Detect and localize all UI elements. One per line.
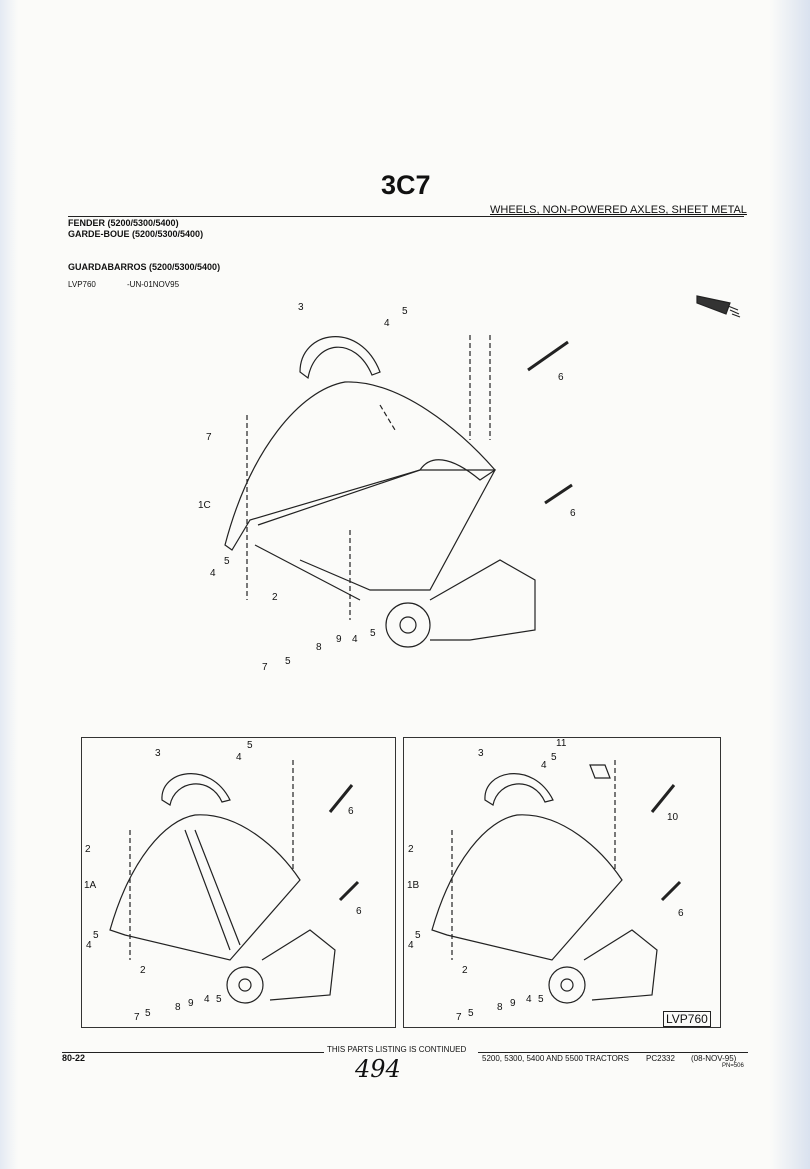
callout: 6 xyxy=(356,906,362,917)
callout: 5 xyxy=(145,1008,151,1019)
page-number: 80-22 xyxy=(62,1053,86,1063)
figure-ref-code: -UN-01NOV95 xyxy=(127,280,180,289)
callout: 6 xyxy=(678,908,684,919)
title-es: GUARDABARROS (5200/5300/5400) xyxy=(68,262,221,272)
callout: 4 xyxy=(236,752,242,763)
callout: 4 xyxy=(384,318,390,329)
callout: 5 xyxy=(468,1008,474,1019)
catalog-date: (08-NOV-95) xyxy=(691,1054,737,1063)
inset-b xyxy=(403,737,721,1028)
callout: 5 xyxy=(415,930,421,941)
callout: 2 xyxy=(272,592,278,603)
product-line: 5200, 5300, 5400 AND 5500 TRACTORS xyxy=(482,1054,629,1063)
callout: 5 xyxy=(247,740,253,751)
inset-a xyxy=(81,737,396,1028)
main-fender-drawing xyxy=(224,335,573,648)
callout: 2 xyxy=(85,844,91,855)
pn-number: PN=506 xyxy=(722,1063,744,1069)
callout: 1C xyxy=(198,500,211,511)
inset-a-drawing xyxy=(109,760,360,1004)
callout: 5 xyxy=(538,994,544,1005)
callout: 5 xyxy=(551,752,557,763)
callout: 9 xyxy=(510,998,516,1009)
callout: 6 xyxy=(558,372,564,383)
callout: 5 xyxy=(93,930,99,941)
page-code: 3C7 xyxy=(381,170,431,200)
callout: 2 xyxy=(462,965,468,976)
callout: 7 xyxy=(134,1012,140,1023)
callout: 2 xyxy=(140,965,146,976)
figure-ref-id: LVP760 xyxy=(68,280,96,289)
callout: 3 xyxy=(298,302,304,313)
callout: 7 xyxy=(262,662,268,673)
callout: 3 xyxy=(155,748,161,759)
catalog-number: PC2332 xyxy=(646,1054,675,1063)
callout: 4 xyxy=(526,994,532,1005)
section-title: WHEELS, NON-POWERED AXLES, SHEET METAL xyxy=(490,204,747,216)
callout: 5 xyxy=(370,628,376,639)
callout: 5 xyxy=(402,306,408,317)
callout: 4 xyxy=(86,940,92,951)
callout: 8 xyxy=(316,642,322,653)
scan-edge xyxy=(770,0,810,1169)
title-fr: GARDE-BOUE (5200/5300/5400) xyxy=(68,229,204,239)
inset-b-drawing xyxy=(431,760,682,1004)
callout: 4 xyxy=(210,568,216,579)
callout: 8 xyxy=(175,1002,181,1013)
callout: 2 xyxy=(408,844,414,855)
callout: 4 xyxy=(352,634,358,645)
callout: 5 xyxy=(216,994,222,1005)
footer-rule xyxy=(62,1052,324,1053)
footer-rule xyxy=(478,1052,748,1053)
continued-note: THIS PARTS LISTING IS CONTINUED xyxy=(327,1045,467,1054)
callout: 7 xyxy=(206,432,212,443)
callout: 6 xyxy=(348,806,354,817)
figure-label: LVP760 xyxy=(663,1011,711,1027)
callout: 4 xyxy=(204,994,210,1005)
callout: 6 xyxy=(570,508,576,519)
scan-edge xyxy=(0,0,18,1169)
callout: 9 xyxy=(336,634,342,645)
callout: 11 xyxy=(556,738,567,749)
callout: 7 xyxy=(456,1012,462,1023)
callout: 5 xyxy=(285,656,291,667)
callout: 4 xyxy=(541,760,547,771)
callout: 8 xyxy=(497,1002,503,1013)
callout: 9 xyxy=(188,998,194,1009)
callout: 4 xyxy=(408,940,414,951)
callout: 5 xyxy=(224,556,230,567)
handwritten-number: 494 xyxy=(355,1055,401,1083)
callout: 1A xyxy=(84,880,97,891)
callout: 3 xyxy=(478,748,484,759)
header-rule xyxy=(68,216,744,217)
direction-arrow-icon xyxy=(696,295,741,318)
callout: 1B xyxy=(407,880,420,891)
callout: 10 xyxy=(667,812,679,823)
title-en: FENDER (5200/5300/5400) xyxy=(68,218,179,228)
